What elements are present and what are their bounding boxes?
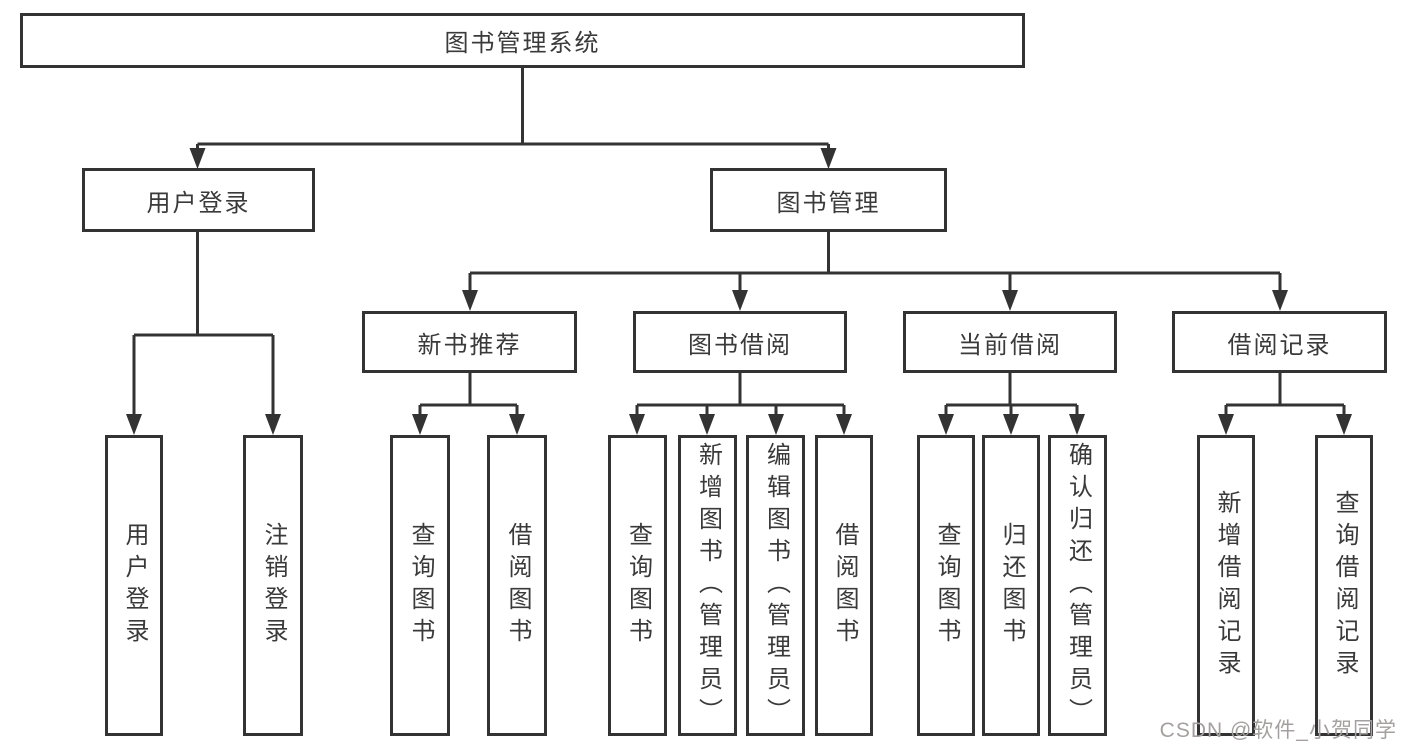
leaf-current-query-books-label: 查询图书 xyxy=(933,521,960,650)
leaf-user-login-label: 用户登录 xyxy=(121,521,148,650)
node-new-book-recommend: 新书推荐 xyxy=(362,311,577,373)
leaf-query-borrow-record: 查询借阅记录 xyxy=(1315,435,1373,736)
leaf-add-books-admin-label: 新增图书（管理员） xyxy=(694,441,722,730)
leaf-borrowing-query-books-label: 查询图书 xyxy=(624,521,652,650)
node-book-borrowing: 图书借阅 xyxy=(633,311,847,373)
leaf-add-books-admin: 新增图书（管理员） xyxy=(678,435,737,736)
node-user-login: 用户登录 xyxy=(82,168,315,232)
node-book-management: 图书管理 xyxy=(710,168,947,232)
leaf-recommend-query-books-label: 查询图书 xyxy=(407,521,434,650)
leaf-recommend-borrow-books-label: 借阅图书 xyxy=(504,521,531,650)
leaf-logout: 注销登录 xyxy=(243,435,303,736)
leaf-confirm-return-admin-label: 确认归还（管理员） xyxy=(1064,441,1092,730)
node-borrow-records: 借阅记录 xyxy=(1172,311,1387,373)
leaf-current-query-books: 查询图书 xyxy=(917,435,975,736)
leaf-recommend-borrow-books: 借阅图书 xyxy=(487,435,547,736)
leaf-query-borrow-record-label: 查询借阅记录 xyxy=(1331,489,1358,682)
arrowheads xyxy=(126,148,1352,435)
leaf-add-borrow-record: 新增借阅记录 xyxy=(1197,435,1255,736)
leaf-add-borrow-record-label: 新增借阅记录 xyxy=(1213,489,1240,682)
node-root-library-system: 图书管理系统 xyxy=(20,13,1025,68)
leaf-return-books: 归还图书 xyxy=(982,435,1040,736)
node-current-borrowing: 当前借阅 xyxy=(903,311,1117,373)
leaf-recommend-query-books: 查询图书 xyxy=(390,435,450,736)
leaf-confirm-return-admin: 确认归还（管理员） xyxy=(1048,435,1107,736)
leaf-borrowing-borrow-books-label: 借阅图书 xyxy=(831,521,858,650)
leaf-borrowing-borrow-books: 借阅图书 xyxy=(815,435,873,736)
leaf-borrowing-query-books: 查询图书 xyxy=(608,435,667,736)
leaf-return-books-label: 归还图书 xyxy=(998,521,1025,650)
leaf-edit-books-admin-label: 编辑图书（管理员） xyxy=(762,441,790,730)
leaf-edit-books-admin: 编辑图书（管理员） xyxy=(746,435,805,736)
leaf-logout-label: 注销登录 xyxy=(260,521,287,650)
leaf-user-login: 用户登录 xyxy=(105,435,163,736)
